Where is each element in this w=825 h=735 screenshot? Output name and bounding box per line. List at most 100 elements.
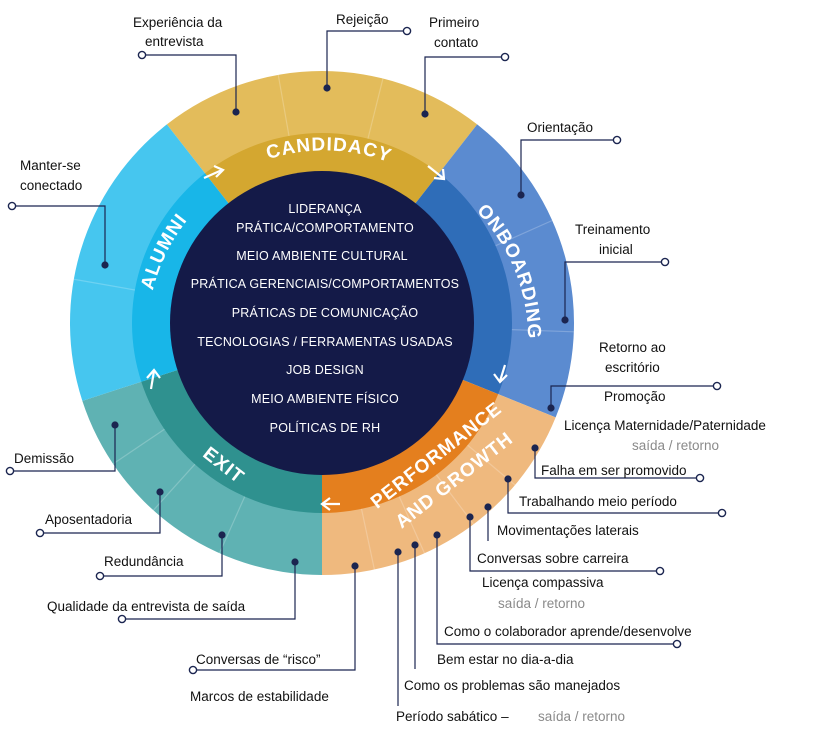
ring-dot <box>561 316 569 324</box>
endpoint-dot <box>717 508 727 518</box>
label-treinamento: Treinamento <box>575 222 650 237</box>
ring-dot <box>433 531 441 539</box>
label-primeiro: Primeiro <box>429 15 479 30</box>
ring-dot <box>421 110 429 118</box>
leader-meio-periodo <box>507 479 722 514</box>
arrow-icon <box>146 368 161 379</box>
ring-dot <box>232 108 240 116</box>
leader-primeiro <box>424 56 505 114</box>
leader-rejeicao <box>326 30 407 88</box>
center-item: MEIO AMBIENTE FÍSICO <box>251 391 399 406</box>
label-marcos: Marcos de estabilidade <box>190 689 329 704</box>
ring-separator <box>360 508 375 570</box>
ring-separator <box>112 428 165 465</box>
center-item: POLÍTICAS DE RH <box>270 420 381 435</box>
arrow-icon <box>213 164 225 178</box>
label-falha: Falha em ser promovido <box>541 463 687 478</box>
endpoint-dot <box>695 473 705 483</box>
ring-inner-candidacy <box>205 133 439 205</box>
center-disc <box>170 171 474 475</box>
arrow-icon <box>498 364 507 382</box>
label-sabatico: Período sabático – <box>396 709 509 724</box>
label-aposentadoria: Aposentadoria <box>45 512 133 527</box>
leader-treinamento <box>564 261 665 320</box>
label-conversas-risco: Conversas de “risco” <box>196 652 321 667</box>
label-problemas: Como os problemas são manejados <box>404 678 620 693</box>
stage-labels: Experiência da entrevista Rejeição Prime… <box>14 12 766 724</box>
ring-dot <box>156 488 164 496</box>
arrow-icon <box>493 373 508 384</box>
ring-dot <box>351 562 359 570</box>
label-conversas-carreira: Conversas sobre carreira <box>477 551 629 566</box>
ring-dot <box>394 548 402 556</box>
label-meio-periodo: Trabalhando meio período <box>519 494 677 509</box>
center-item: PRÁTICA/COMPORTAMENTO <box>236 220 414 235</box>
label-licenca-compassiva: Licença compassiva <box>482 575 604 590</box>
leader-demissao <box>10 425 116 472</box>
ring-dot <box>411 541 419 549</box>
flow-arrows <box>146 164 508 511</box>
ring-outer-candidacy <box>166 70 478 175</box>
leader-orientacao <box>520 139 617 195</box>
ring-dot <box>547 404 555 412</box>
leader-manter <box>12 205 106 265</box>
label-experiencia: Experiência da <box>133 15 223 30</box>
endpoint-dot <box>137 50 147 60</box>
leader-experiencia <box>142 54 237 112</box>
label-bem-estar: Bem estar no dia-a-dia <box>437 652 574 667</box>
ring-outer-alumni <box>69 124 207 401</box>
endpoint-dot <box>672 639 682 649</box>
leader-colaborador <box>436 535 677 645</box>
endpoint-dot <box>35 528 45 538</box>
leader-redundancia <box>100 535 223 577</box>
ring-dot <box>291 558 299 566</box>
ring-dot <box>484 503 492 511</box>
center-item: TECNOLOGIAS / FERRAMENTAS USADAS <box>197 335 453 349</box>
ring-outer-onboarding <box>437 124 574 418</box>
center-item: JOB DESIGN <box>286 363 364 377</box>
label-orientacao: Orientação <box>527 120 593 135</box>
ring-separator <box>495 219 553 247</box>
ring-dot <box>323 84 331 92</box>
center-item: MEIO AMBIENTE CULTURAL <box>236 249 408 263</box>
ring-inner-alumni <box>132 173 230 382</box>
ring-separator <box>73 278 135 291</box>
endpoint-dot <box>117 614 127 624</box>
ring-dot <box>218 531 226 539</box>
endpoint-dot <box>95 571 105 581</box>
endpoint-dot <box>660 257 670 267</box>
ring-separator <box>218 496 246 554</box>
ring-dot <box>111 421 119 429</box>
label-manter: Manter-se <box>20 158 81 173</box>
endpoint-dot <box>402 26 412 36</box>
ring-separator <box>398 496 426 554</box>
ring-separator <box>367 78 384 139</box>
leader-endpoints <box>5 26 727 675</box>
label-qualidade: Qualidade da entrevista de saída <box>47 599 246 614</box>
label-retorno: Retorno ao <box>599 340 666 355</box>
label-primeiro-2: contato <box>434 35 478 50</box>
endpoint-dot <box>188 665 198 675</box>
leader-promocao <box>550 385 717 408</box>
arrow-icon <box>203 168 223 180</box>
label-movimentacoes: Movimentações laterais <box>497 523 639 538</box>
leader-qualidade <box>122 562 296 620</box>
ring-inner-exit <box>141 369 322 513</box>
endpoint-dot <box>712 381 722 391</box>
ring-dot <box>531 444 539 452</box>
ring-dot <box>504 475 512 483</box>
label-licenca-maternidade: Licença Maternidade/Paternidade <box>564 418 766 433</box>
ring-separators <box>73 74 574 570</box>
label-manter-2: conectado <box>20 178 82 193</box>
label-promocao: Promoção <box>604 389 666 404</box>
ring-dot <box>517 191 525 199</box>
arrow-icon <box>433 168 446 181</box>
ring-outer-exit <box>82 381 322 575</box>
leader-risco <box>193 566 356 671</box>
center-item: LIDERANÇA <box>288 202 362 216</box>
ring-dot <box>101 261 109 269</box>
arrow-icon <box>427 165 444 179</box>
endpoint-dot <box>5 466 15 476</box>
ring-separator <box>511 329 574 333</box>
